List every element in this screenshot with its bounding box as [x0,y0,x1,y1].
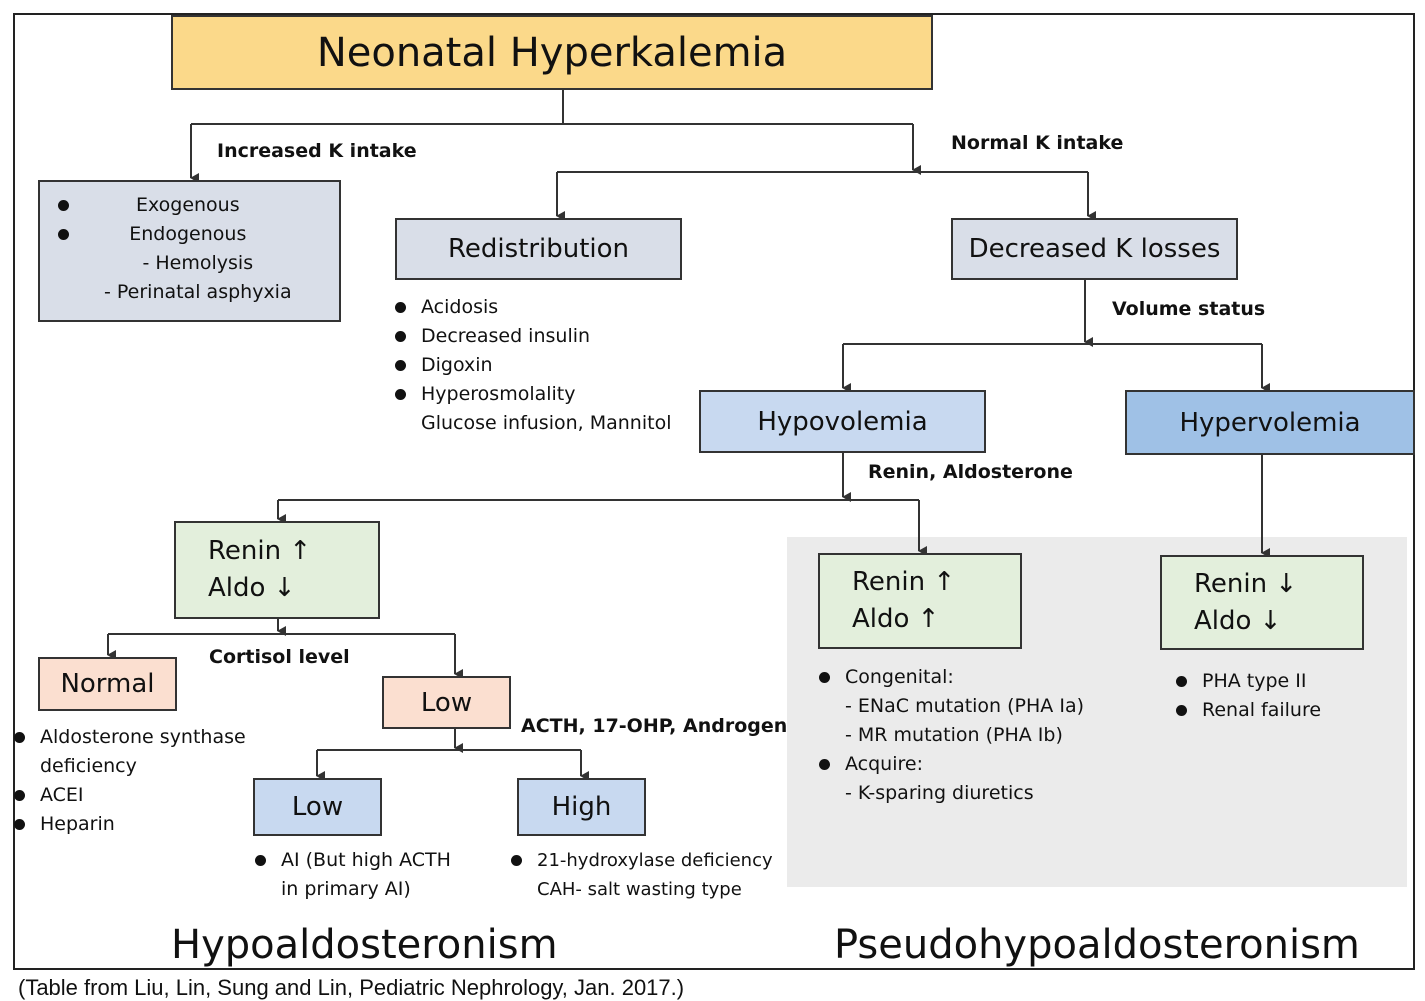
congenital-item: - ENaC mutation (PHA Ia) [845,695,1084,717]
low-acth-list: AI (But high ACTH in primary AI) [253,846,451,904]
redistribution-item: Digoxin [393,351,671,380]
intake-subitem: - Perinatal asphyxia [104,281,292,303]
low-acth-box: Low [253,778,382,836]
intake-subitem: - Hemolysis [142,252,254,274]
normal-cortisol-box: Normal [38,657,177,711]
high-acth-item-cont: CAH- salt wasting type [537,879,742,900]
high-acth-list: 21-hydroxylase deficiency CAH- salt wast… [509,846,773,904]
label-normal-k-intake: Normal K intake [951,132,1124,154]
congenital-heading: Congenital: [817,663,1084,692]
renin-up-label: Renin ↑ [208,536,312,566]
intake-box: Exogenous Endogenous - Hemolysis - Perin… [38,180,341,322]
intake-item: Endogenous [56,220,292,249]
footer-hypoaldosteronism: Hypoaldosteronism [171,922,558,968]
high-acth-item: 21-hydroxylase deficiency [509,846,773,875]
aldo-down-label: Aldo ↓ [208,573,296,603]
low-acth-item-cont: in primary AI) [281,878,411,900]
hypervolemia-cause: Renal failure [1174,696,1321,725]
acquire-item: - K-sparing diuretics [845,782,1034,804]
renin-down-label: Renin ↓ [1194,568,1298,599]
high-acth-box: High [517,778,646,836]
redistribution-label: Redistribution [447,234,630,264]
low-cortisol-label: Low [420,687,473,718]
label-volume-status: Volume status [1112,298,1266,320]
normal-cortisol-item: Heparin [12,810,246,839]
renin-down-aldo-down-list: PHA type II Renal failure [1174,667,1321,725]
redistribution-box: Redistribution [395,218,682,280]
low-acth-item: AI (But high ACTH [253,846,451,875]
title-box: Neonatal Hyperkalemia [171,15,933,90]
normal-cortisol-item-cont: deficiency [40,755,137,777]
redistribution-item: Acidosis [393,293,671,322]
diagram-frame [13,13,1415,970]
renin-up-aldo-down-box: Renin ↑ Aldo ↓ [174,521,380,619]
high-acth-label: High [551,792,612,822]
redistribution-item: Hyperosmolality [393,380,671,409]
aldo-up-label: Aldo ↑ [852,604,940,634]
congenital-item: - MR mutation (PHA Ib) [845,724,1063,746]
redistribution-note: Glucose infusion, Mannitol [421,412,672,434]
hypovolemia-label: Hypovolemia [757,406,928,437]
decreased-k-losses-label: Decreased K losses [968,234,1221,264]
label-acth: ACTH, 17-OHP, Androgen [521,715,788,737]
renin-down-aldo-down-box: Renin ↓ Aldo ↓ [1160,555,1364,650]
intake-item: Exogenous [56,191,292,220]
renin-up-aldo-up-box: Renin ↑ Aldo ↑ [818,553,1022,649]
hypervolemia-box: Hypervolemia [1125,390,1415,455]
normal-cortisol-label: Normal [60,669,155,699]
label-renin-aldosterone: Renin, Aldosterone [868,461,1073,483]
acquire-heading: Acquire: [817,750,1084,779]
aldo-down-label: Aldo ↓ [1194,605,1282,636]
source-caption: (Table from Liu, Lin, Sung and Lin, Pedi… [18,975,685,1000]
low-cortisol-box: Low [382,676,511,729]
hypovolemia-box: Hypovolemia [699,390,986,453]
redistribution-list: Acidosis Decreased insulin Digoxin Hyper… [393,293,671,438]
renin-up-label: Renin ↑ [852,567,956,597]
page-title: Neonatal Hyperkalemia [316,29,788,76]
normal-cortisol-item: Aldosterone synthase [12,723,246,752]
renin-up-aldo-up-list: Congenital: - ENaC mutation (PHA Ia) - M… [817,663,1084,808]
normal-cortisol-item: ACEI [12,781,246,810]
hypervolemia-label: Hypervolemia [1179,407,1361,438]
decreased-k-losses-box: Decreased K losses [951,218,1238,280]
intake-list: Exogenous Endogenous - Hemolysis - Perin… [56,191,292,307]
label-cortisol-level: Cortisol level [209,646,350,668]
footer-pseudohypoaldosteronism: Pseudohypoaldosteronism [834,922,1360,968]
redistribution-item: Decreased insulin [393,322,671,351]
low-acth-label: Low [291,792,344,822]
hypervolemia-cause: PHA type II [1174,667,1321,696]
label-increased-k-intake: Increased K intake [217,140,417,162]
normal-cortisol-list: Aldosterone synthase deficiency ACEI Hep… [12,723,246,839]
